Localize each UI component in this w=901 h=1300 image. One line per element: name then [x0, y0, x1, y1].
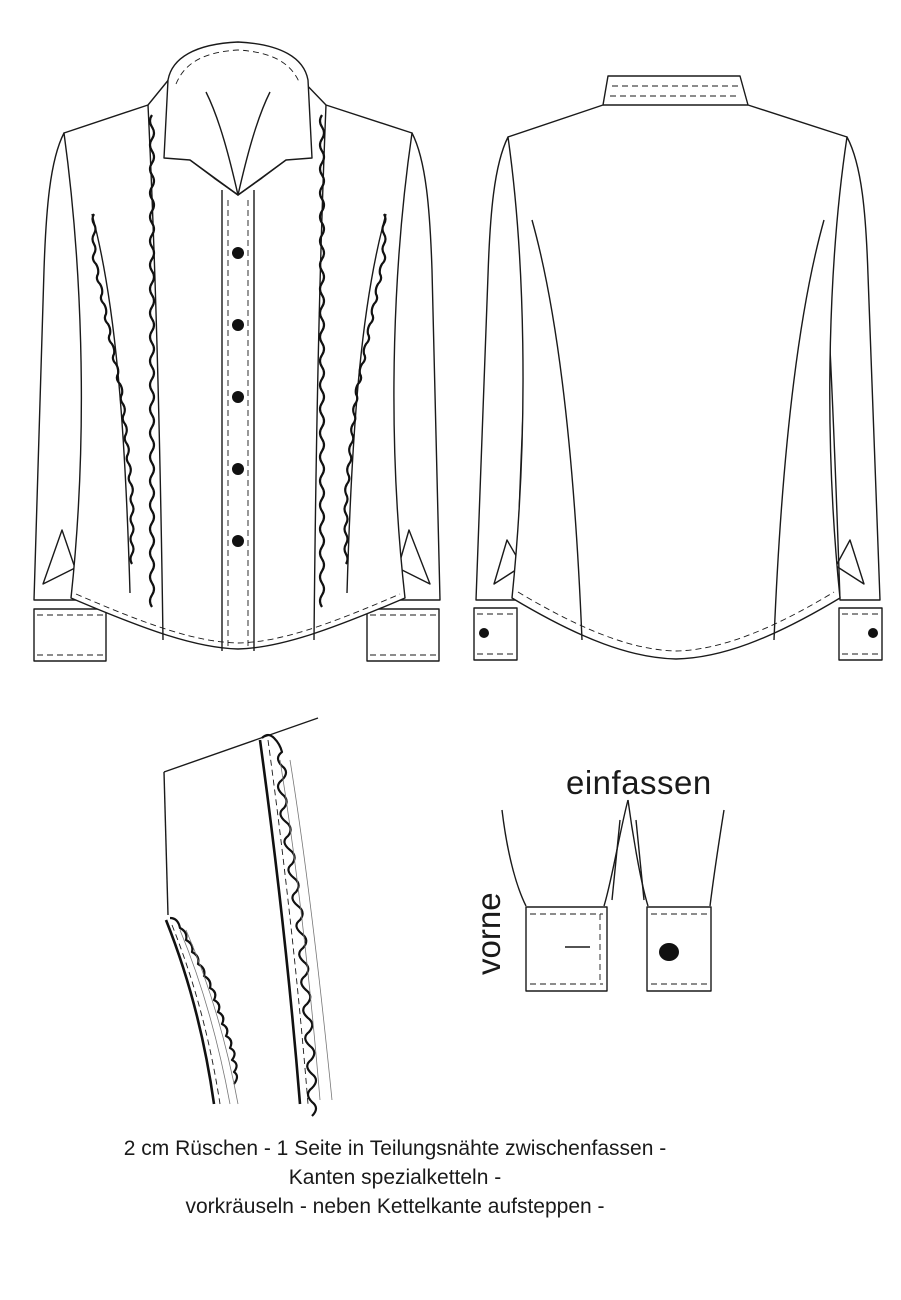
- front-button: [232, 463, 244, 475]
- front-right-cuff: [366, 608, 440, 662]
- front-button: [232, 319, 244, 331]
- front-button: [232, 535, 244, 547]
- cuff-front-right: [646, 906, 712, 992]
- cuff-front-left: [525, 906, 608, 992]
- back-body: [507, 75, 848, 660]
- ruffle-right-princess: [318, 114, 326, 608]
- instruction-line: Kanten spezialketteln -: [288, 1166, 502, 1189]
- cuff-detail: [501, 799, 725, 992]
- back-right-sleeve: [823, 136, 881, 601]
- cuff-button-icon: [479, 628, 489, 638]
- label-vorne: vorne: [470, 892, 507, 975]
- ruffle-detail: [163, 717, 333, 1117]
- detail-ruffle-main: [261, 733, 318, 1117]
- front-view: [33, 41, 441, 662]
- detail-ruffle-side: [169, 916, 239, 1085]
- instruction-line: 2 cm Rüschen - 1 Seite in Teilungsnähte …: [123, 1137, 667, 1160]
- ruffle-left-side: [91, 213, 135, 565]
- front-button: [232, 247, 244, 259]
- front-button: [232, 391, 244, 403]
- front-left-cuff: [33, 608, 107, 662]
- instruction-line: vorkräuseln - neben Kettelkante aufstepp…: [185, 1195, 605, 1218]
- ruffle-left-princess: [148, 114, 156, 608]
- back-view: [473, 75, 883, 661]
- cuff-button-icon: [659, 943, 679, 961]
- cuff-button-icon: [868, 628, 878, 638]
- label-einfassen: einfassen: [566, 764, 712, 801]
- ruffle-right-side: [343, 213, 387, 565]
